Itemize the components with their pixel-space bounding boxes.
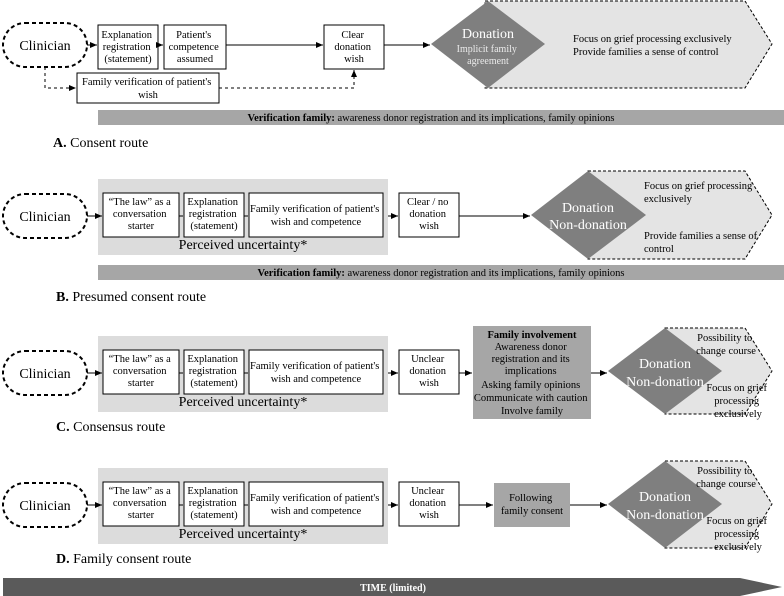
- outcome-bottom-text-c: Focus on grief processing exclusively: [706, 383, 769, 420]
- law-box-c: [102, 349, 180, 395]
- explanation-box-d: [183, 481, 245, 527]
- law-box-b: [102, 192, 180, 238]
- route-b: Clinician “The law” as a conversation st…: [2, 170, 784, 305]
- competence-box-a: [163, 24, 227, 70]
- following-consent-box-d: [494, 483, 570, 527]
- donation-label-a: Donation: [462, 27, 514, 42]
- outcome-top-text-c: Possibility to change course: [696, 333, 756, 357]
- donation-diamond-c: [608, 328, 722, 414]
- clear-wish-box-a: [323, 24, 385, 70]
- time-arrow: TIME (limited): [3, 578, 782, 596]
- unclear-wish-box-d: [398, 481, 460, 527]
- family-verification-box-b: [248, 192, 384, 238]
- family-verification-text-d: Family verification of patient's wish an…: [250, 493, 382, 517]
- clear-no-wish-text-b: Clear / no donation wish: [407, 197, 451, 232]
- unclear-wish-text-c: Unclear donation wish: [409, 354, 448, 389]
- following-consent-text-d: Following family consent: [501, 493, 563, 517]
- law-text-b: “The law” as a conversation starter: [109, 197, 174, 232]
- family-verification-box-d: [248, 481, 384, 527]
- donation-label-d: Donation: [639, 490, 691, 505]
- donation-diamond-a: [431, 1, 545, 88]
- verification-bar-text-b: Verification family: awareness donor reg…: [257, 268, 624, 279]
- family-involvement-title-c: Family involvement: [488, 330, 577, 341]
- outcome-top-text-b: Focus on grief processing exclusively: [644, 181, 755, 205]
- time-label: TIME (limited): [360, 583, 426, 594]
- explanation-box-a: [97, 24, 159, 70]
- explanation-text-d: Explanation registration (statement): [187, 486, 240, 521]
- uncertainty-label-c: Perceived uncertainty*: [179, 395, 308, 410]
- law-text-d: “The law” as a conversation starter: [109, 486, 174, 521]
- route-c: Clinician “The law” as a conversation st…: [2, 326, 773, 435]
- donation-diamond-d: [608, 461, 722, 548]
- clear-wish-text-a: Clear donation wish: [334, 30, 373, 65]
- verification-bar-a: [98, 110, 784, 125]
- explanation-text-c: Explanation registration (statement): [187, 354, 240, 389]
- law-box-d: [102, 481, 180, 527]
- outcome-bottom-text-b: Provide families a sense of control: [644, 231, 760, 255]
- route-d: Clinician “The law” as a conversation st…: [2, 460, 773, 567]
- competence-text-a: Patient's competence assumed: [169, 30, 222, 65]
- route-d-title: D. Family consent route: [56, 552, 191, 567]
- donation-label-b: Donation: [562, 201, 614, 216]
- route-c-title: C. Consensus route: [56, 420, 165, 435]
- family-verification-text-a: Family verification of patient's wish: [82, 77, 214, 101]
- route-a: Clinician Explanation registration (stat…: [2, 0, 784, 151]
- verification-bar-text-a: Verification family: awareness donor reg…: [247, 113, 614, 124]
- uncertainty-label-d: Perceived uncertainty*: [179, 527, 308, 542]
- family-verification-box-c: [248, 349, 384, 395]
- family-involvement-lines-c: Awareness donor registration and its imp…: [474, 342, 590, 417]
- outcome-text-a: Focus on grief processing exclusively Pr…: [573, 34, 734, 58]
- unclear-wish-text-d: Unclear donation wish: [409, 486, 448, 521]
- outcome-top-text-d: Possibility to change course: [696, 466, 756, 490]
- outcome-bottom-text-d: Focus on grief processing exclusively: [706, 516, 769, 553]
- route-b-title: B. Presumed consent route: [56, 290, 206, 305]
- non-donation-label-b: Non-donation: [549, 218, 627, 233]
- non-donation-label-c: Non-donation: [626, 375, 704, 390]
- clinician-label-d: Clinician: [19, 499, 70, 514]
- non-donation-label-d: Non-donation: [626, 508, 704, 523]
- implicit-agreement-text-a: Implicit family agreement: [457, 44, 520, 67]
- family-verification-text-c: Family verification of patient's wish an…: [250, 361, 382, 385]
- clinician-node-d: [2, 482, 88, 528]
- donation-diamond-b: [531, 171, 646, 259]
- clinician-label-c: Clinician: [19, 367, 70, 382]
- family-verification-text-b: Family verification of patient's wish an…: [250, 204, 382, 228]
- time-arrow-shape: [3, 578, 782, 596]
- route-a-title: A. Consent route: [53, 136, 148, 151]
- explanation-text-a: Explanation registration (statement): [101, 30, 154, 65]
- clear-no-wish-box-b: [398, 192, 460, 238]
- unclear-wish-box-c: [398, 349, 460, 395]
- clinician-node-c: [2, 350, 88, 396]
- uncertainty-label-b: Perceived uncertainty*: [179, 238, 308, 253]
- verification-bar-b: [98, 265, 784, 280]
- donation-label-c: Donation: [639, 357, 691, 372]
- clinician-node-b: [2, 193, 88, 239]
- family-involvement-box-c: [473, 326, 591, 419]
- clinician-label-a: Clinician: [19, 39, 70, 54]
- explanation-text-b: Explanation registration (statement): [187, 197, 240, 232]
- explanation-box-b: [183, 192, 245, 238]
- clinician-label-b: Clinician: [19, 210, 70, 225]
- explanation-box-c: [183, 349, 245, 395]
- law-text-c: “The law” as a conversation starter: [109, 354, 174, 389]
